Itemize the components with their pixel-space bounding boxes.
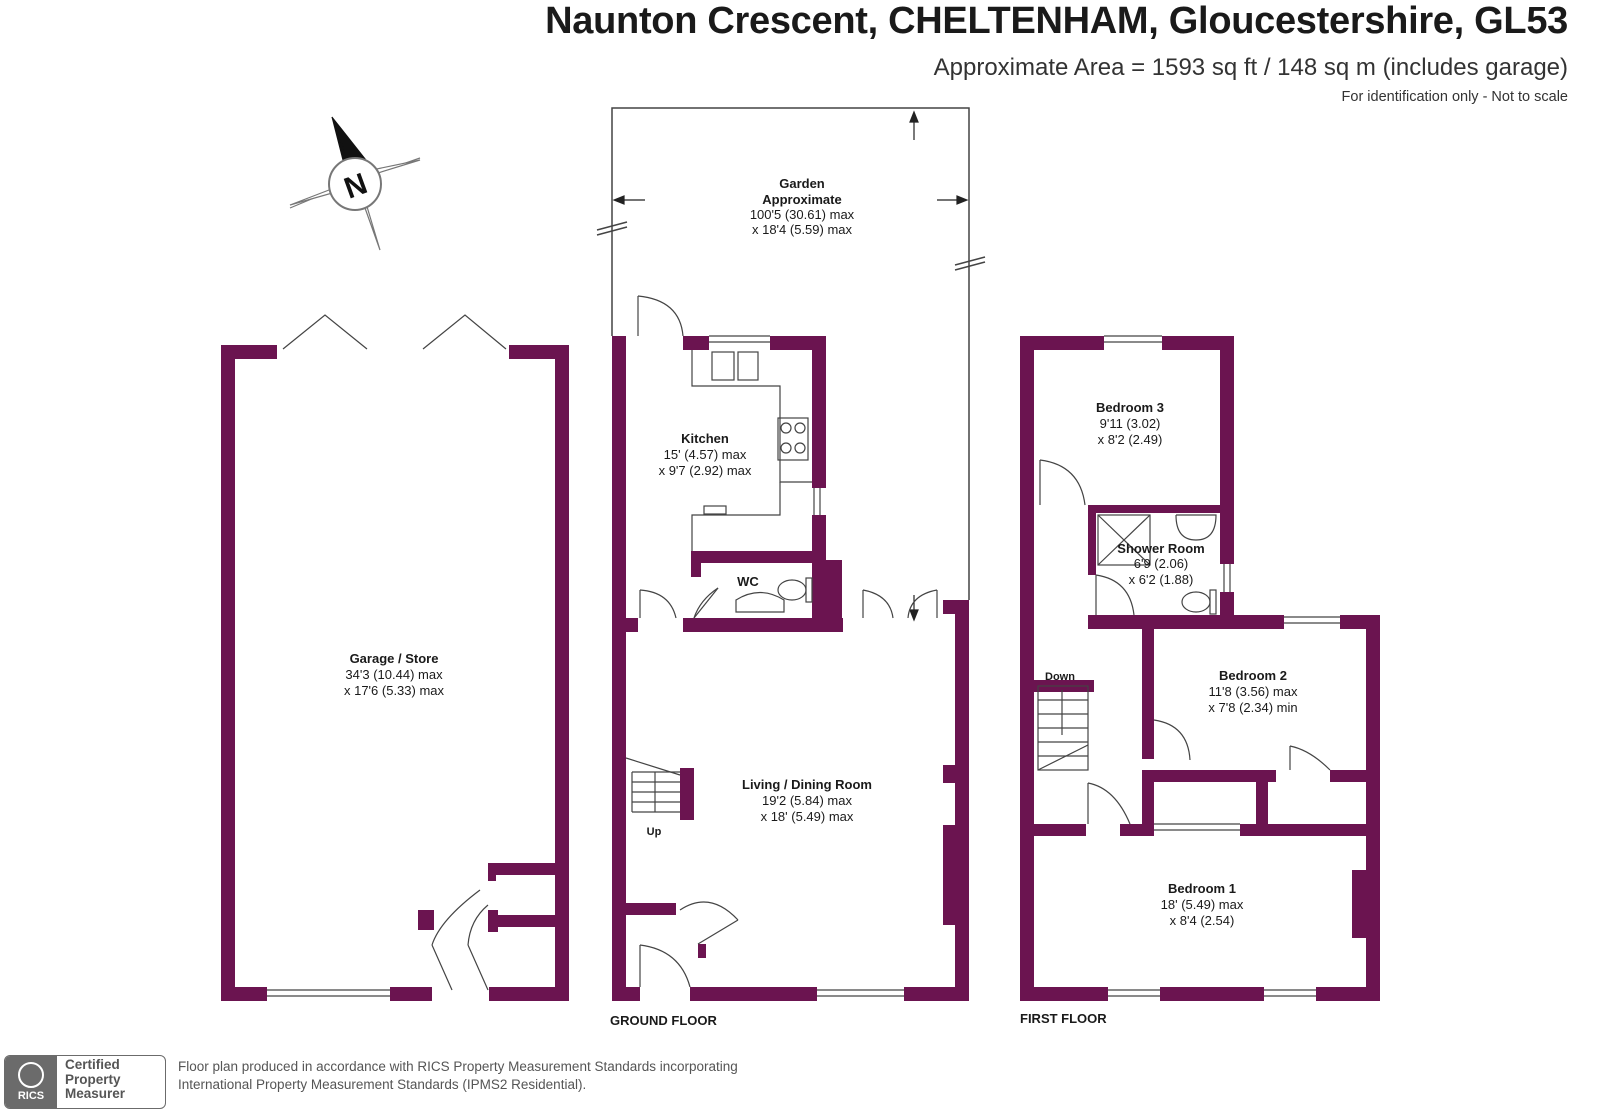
rics-logo: RICS — [5, 1056, 57, 1108]
garden-line2: 100'5 (30.61) max — [750, 207, 855, 222]
bedroom2-name: Bedroom 2 — [1219, 668, 1287, 683]
bedroom3-line2: x 8'2 (2.49) — [1098, 432, 1163, 447]
bedroom3-line1: 9'11 (3.02) — [1100, 416, 1161, 431]
living-name: Living / Dining Room — [742, 777, 872, 792]
garage-name: Garage / Store — [350, 651, 439, 666]
garden-boundary — [596, 107, 986, 600]
room-wc: WC — [737, 574, 759, 589]
room-bedroom1: Bedroom 1 18' (5.49) max x 8'4 (2.54) — [1161, 881, 1244, 928]
bedroom2-line1: 11'8 (3.56) max — [1209, 684, 1298, 699]
room-bedroom3: Bedroom 3 9'11 (3.02) x 8'2 (2.49) — [1096, 400, 1164, 447]
stairs-down-label: Down — [1045, 671, 1075, 683]
shower-line1: 6'9 (2.06) — [1134, 556, 1189, 571]
garage-walls — [221, 345, 569, 1001]
kitchen-name: Kitchen — [681, 431, 729, 446]
ground-floor-walls — [612, 336, 969, 1001]
bedroom1-line2: x 8'4 (2.54) — [1170, 913, 1235, 928]
badge-line1: Certified — [65, 1057, 120, 1072]
garage-line1: 34'3 (10.44) max — [345, 667, 443, 682]
kitchen-line1: 15' (4.57) max — [664, 447, 747, 462]
first-floor-label: FIRST FLOOR — [1020, 1011, 1107, 1026]
garden-line3: x 18'4 (5.59) max — [752, 222, 853, 237]
garden-dimension-arrows — [612, 110, 969, 622]
footer: RICS Certified Property Measurer Floor p… — [0, 1050, 800, 1112]
wc-name: WC — [737, 574, 759, 589]
rics-note: Floor plan produced in accordance with R… — [178, 1058, 738, 1094]
note-line2: International Property Measurement Stand… — [178, 1077, 587, 1092]
first-floor-walls — [1020, 336, 1380, 1001]
bedroom1-line1: 18' (5.49) max — [1161, 897, 1244, 912]
room-shower: Shower Room 6'9 (2.06) x 6'2 (1.88) — [1117, 541, 1204, 587]
bedroom3-name: Bedroom 3 — [1096, 400, 1164, 415]
note-line1: Floor plan produced in accordance with R… — [178, 1059, 738, 1074]
ground-floor-fixtures — [625, 295, 938, 997]
rics-globe-icon — [18, 1062, 44, 1088]
plan-title: Naunton Crescent, CHELTENHAM, Gloucester… — [545, 0, 1568, 42]
room-garden: Garden Approximate 100'5 (30.61) max x 1… — [750, 176, 855, 237]
area-summary: Approximate Area = 1593 sq ft / 148 sq m… — [933, 54, 1568, 81]
first-floor-fixtures — [1037, 335, 1340, 997]
garage-fixtures — [267, 314, 507, 997]
stairs-up-label: Up — [647, 826, 662, 838]
badge-line3: Measurer — [65, 1086, 126, 1101]
garage-line2: x 17'6 (5.33) max — [344, 683, 445, 698]
ground-floor-label: GROUND FLOOR — [610, 1013, 717, 1028]
garden-line1: Approximate — [762, 192, 841, 207]
bedroom2-line2: x 7'8 (2.34) min — [1208, 700, 1297, 715]
garden-name: Garden — [779, 176, 825, 191]
kitchen-line2: x 9'7 (2.92) max — [659, 463, 752, 478]
identification-note: For identification only - Not to scale — [1341, 89, 1568, 105]
rics-certification: Certified Property Measurer — [57, 1056, 125, 1108]
room-kitchen: Kitchen 15' (4.57) max x 9'7 (2.92) max — [659, 431, 752, 478]
shower-line2: x 6'2 (1.88) — [1129, 572, 1194, 587]
rics-logo-text: RICS — [17, 1090, 45, 1102]
living-line2: x 18' (5.49) max — [761, 809, 854, 824]
rics-badge: RICS Certified Property Measurer — [4, 1055, 166, 1109]
floor-plan-drawing: N — [221, 107, 1380, 1028]
room-bedroom2: Bedroom 2 11'8 (3.56) max x 7'8 (2.34) m… — [1208, 668, 1298, 715]
bedroom1-name: Bedroom 1 — [1168, 881, 1236, 896]
compass-icon: N — [289, 116, 421, 251]
room-living: Living / Dining Room 19'2 (5.84) max x 1… — [742, 777, 872, 824]
shower-name: Shower Room — [1117, 541, 1204, 556]
badge-line2: Property — [65, 1071, 121, 1087]
living-line1: 19'2 (5.84) max — [762, 793, 852, 808]
room-garage: Garage / Store 34'3 (10.44) max x 17'6 (… — [344, 651, 445, 698]
